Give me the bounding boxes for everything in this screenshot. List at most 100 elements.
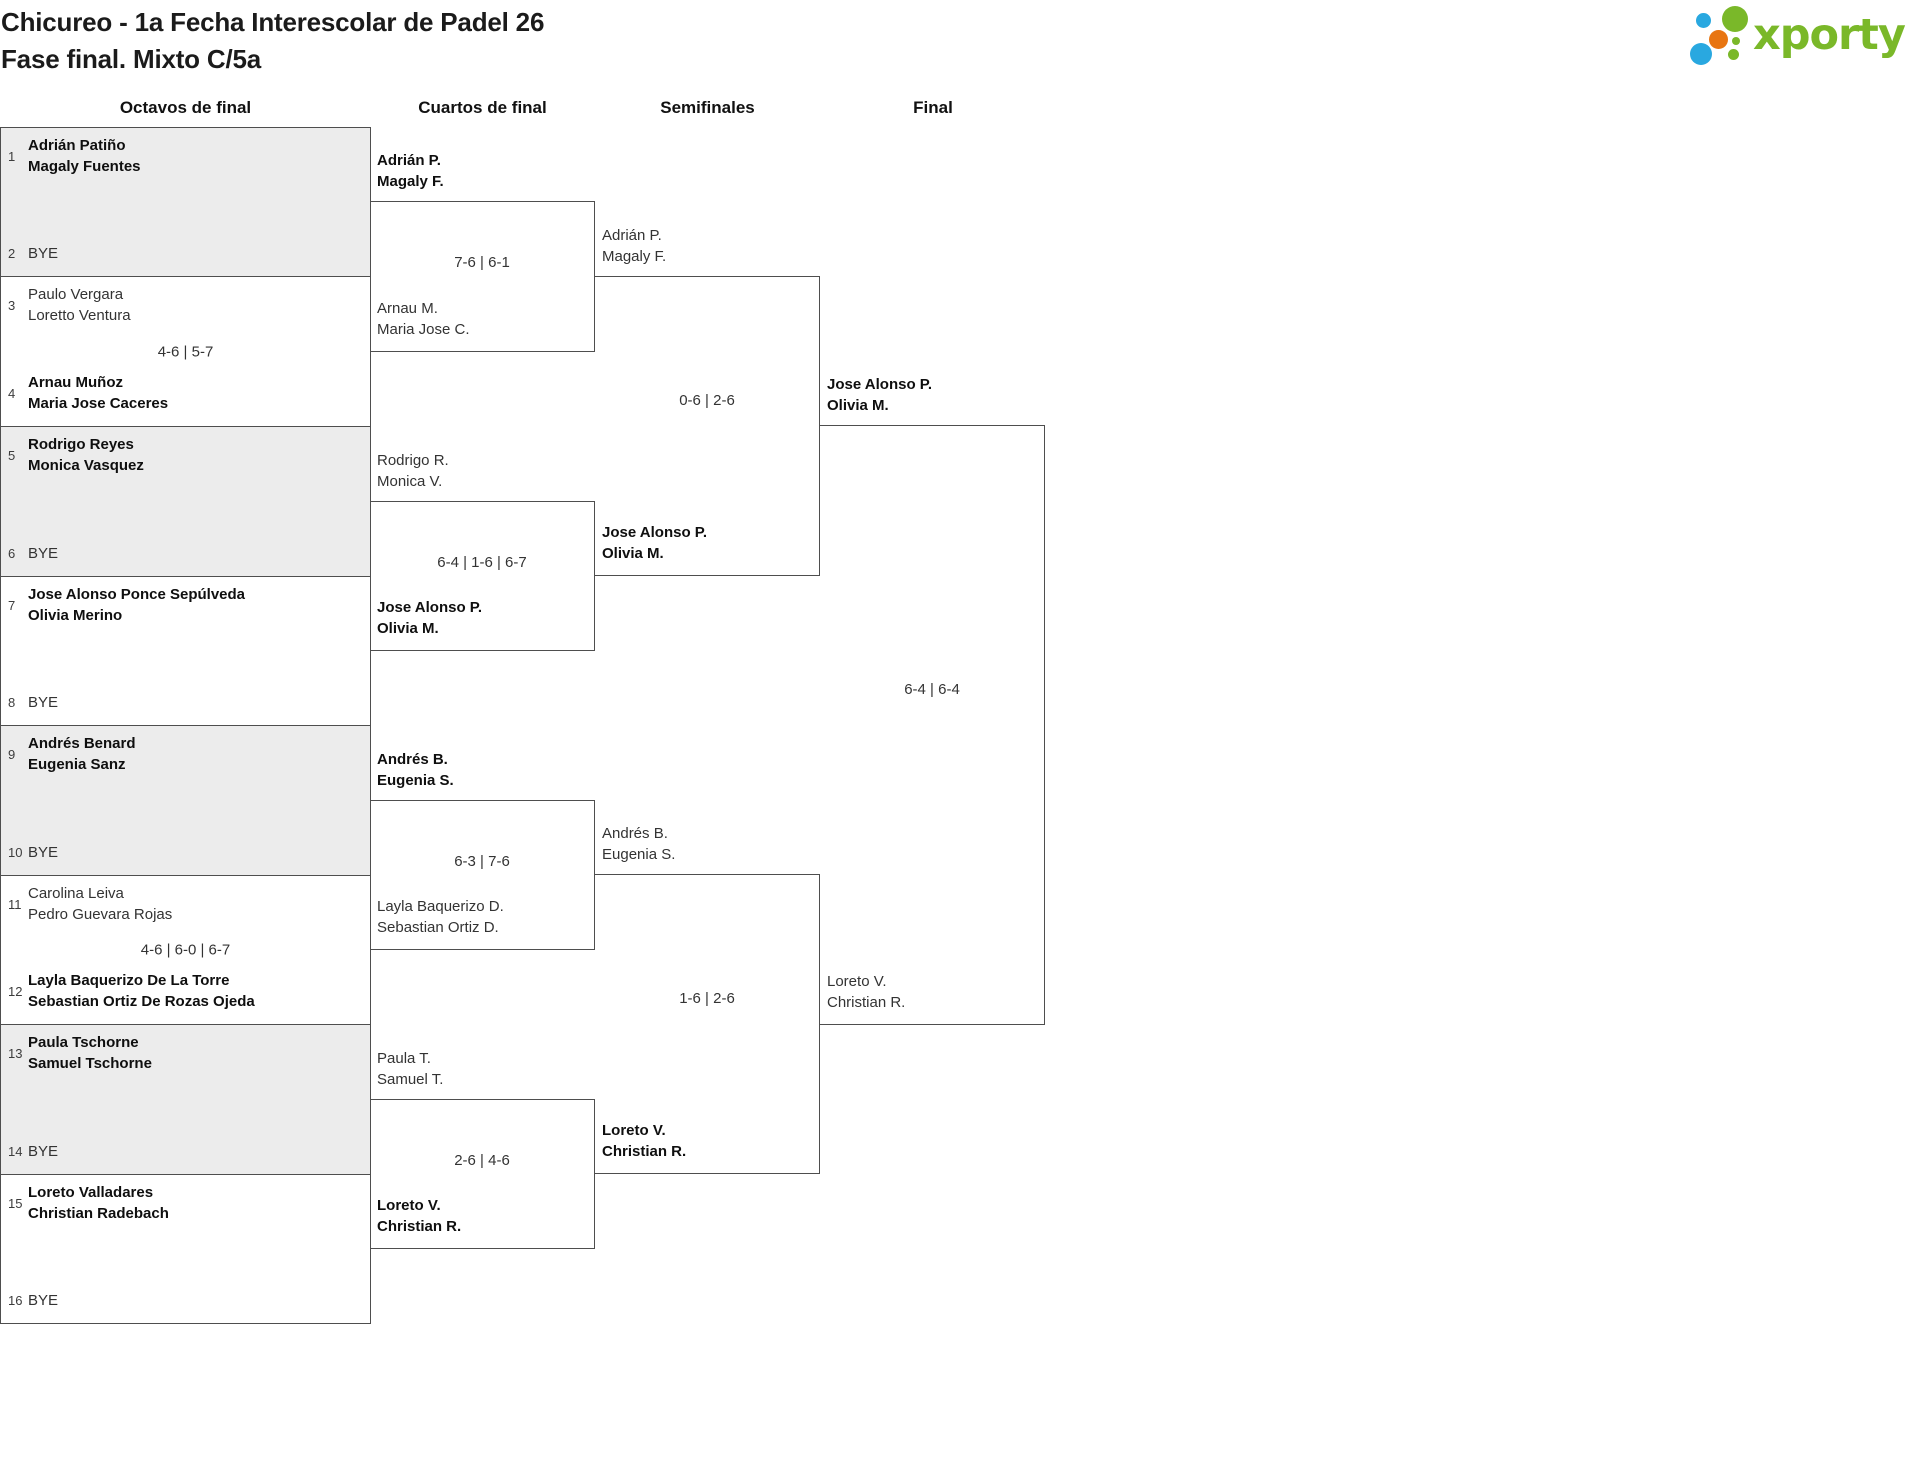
- seed-number: 14: [8, 1144, 23, 1159]
- team-name: Loreto V.Christian R.: [602, 1122, 687, 1160]
- round-header-final: Final: [913, 98, 953, 117]
- qf-match-2[interactable]: Rodrigo R.Monica V. 6-4 | 1-6 | 6-7 Jose…: [370, 452, 595, 651]
- team-name: BYE: [28, 1143, 59, 1160]
- team-name: BYE: [28, 545, 59, 562]
- xporty-logo[interactable]: xporty: [1685, 4, 1917, 76]
- logo-dot-icon: [1732, 37, 1740, 45]
- logo-dot-icon: [1722, 6, 1748, 32]
- seed-number: 4: [8, 385, 16, 401]
- team-name: Paula T.Samuel T.: [377, 1050, 444, 1088]
- team-slot: 14 BYE: [1, 1141, 370, 1162]
- match-score: 6-4 | 6-4: [904, 681, 960, 698]
- team-name: Loreto V.Christian R.: [827, 973, 906, 1011]
- seed-number: 5: [8, 447, 16, 463]
- seed-number: 10: [8, 845, 23, 860]
- team-slot: 16 BYE: [1, 1290, 370, 1311]
- team-name: Andrés B.Eugenia S.: [602, 825, 676, 863]
- seed-number: 11: [8, 896, 22, 912]
- seed-number: 7: [8, 597, 16, 613]
- team-name: Arnau M.Maria Jose C.: [377, 300, 470, 338]
- team-name: Loreto V.Christian R.: [377, 1197, 462, 1235]
- sf-match-2[interactable]: Andrés B.Eugenia S. 1-6 | 2-6 Loreto V.C…: [595, 825, 820, 1174]
- team-name: BYE: [28, 694, 59, 711]
- category-subtitle: Fase final. Mixto C/5a: [1, 44, 262, 74]
- logo-dot-icon: [1696, 13, 1711, 28]
- logo-dot-icon: [1709, 30, 1728, 49]
- logo-dot-icon: [1728, 49, 1739, 60]
- team-name: Jose Alonso P.Olivia M.: [827, 376, 933, 414]
- seed-number: 2: [8, 246, 16, 261]
- match-score: 7-6 | 6-1: [454, 254, 510, 271]
- team-slot: 6 BYE: [1, 543, 370, 564]
- match-score: 0-6 | 2-6: [679, 392, 735, 409]
- team-slot: 10 BYE: [1, 842, 370, 863]
- qf-match-1[interactable]: Adrián P.Magaly F. 7-6 | 6-1 Arnau M.Mar…: [370, 152, 595, 352]
- team-slot: 2 BYE: [1, 243, 370, 264]
- sf-match-1[interactable]: Adrián P.Magaly F. 0-6 | 2-6 Jose Alonso…: [595, 227, 820, 576]
- team-name: BYE: [28, 1292, 59, 1309]
- team-name: Andrés B.Eugenia S.: [377, 751, 454, 789]
- team-name: BYE: [28, 844, 59, 861]
- match-score: 4-6 | 5-7: [157, 343, 214, 360]
- team-name: BYE: [28, 245, 59, 262]
- logo-wordmark: xporty: [1753, 10, 1906, 60]
- seed-number: 6: [8, 546, 16, 561]
- match-score: 1-6 | 2-6: [679, 990, 735, 1007]
- qf-match-4[interactable]: Paula T.Samuel T. 2-6 | 4-6 Loreto V.Chr…: [370, 1050, 595, 1249]
- team-name: Jose Alonso P.Olivia M.: [602, 524, 708, 562]
- team-name: Jose Alonso P.Olivia M.: [377, 599, 483, 637]
- seed-number: 12: [8, 983, 23, 999]
- seed-number: 8: [8, 695, 16, 710]
- logo-dot-icon: [1690, 43, 1712, 65]
- match-score: 6-3 | 7-6: [454, 853, 510, 870]
- round-header-cuartos: Cuartos de final: [418, 98, 547, 117]
- seed-number: 16: [8, 1293, 23, 1308]
- round-header-semifinales: Semifinales: [660, 98, 755, 117]
- match-score: 4-6 | 6-0 | 6-7: [140, 941, 231, 959]
- final-match[interactable]: Jose Alonso P.Olivia M. 6-4 | 6-4 Loreto…: [820, 376, 1045, 1025]
- seed-number: 1: [8, 148, 16, 164]
- match-score: 2-6 | 4-6: [454, 1152, 510, 1169]
- seed-number: 15: [8, 1195, 23, 1211]
- round-header-octavos: Octavos de final: [119, 98, 252, 117]
- seed-number: 3: [8, 297, 16, 313]
- seed-number: 9: [8, 746, 16, 762]
- team-name: Adrián P.Magaly F.: [602, 227, 667, 265]
- seed-number: 13: [8, 1045, 23, 1061]
- team-name: Layla Baquerizo D.Sebastian Ortiz D.: [377, 898, 504, 936]
- match-score: 6-4 | 1-6 | 6-7: [437, 554, 527, 571]
- tournament-title: Chicureo - 1a Fecha Interescolar de Pade…: [1, 7, 545, 37]
- qf-match-3[interactable]: Andrés B.Eugenia S. 6-3 | 7-6 Layla Baqu…: [370, 751, 595, 950]
- team-name: Adrián P.Magaly F.: [377, 152, 444, 190]
- team-name: Rodrigo R.Monica V.: [377, 452, 449, 490]
- team-slot: 8 BYE: [1, 692, 370, 713]
